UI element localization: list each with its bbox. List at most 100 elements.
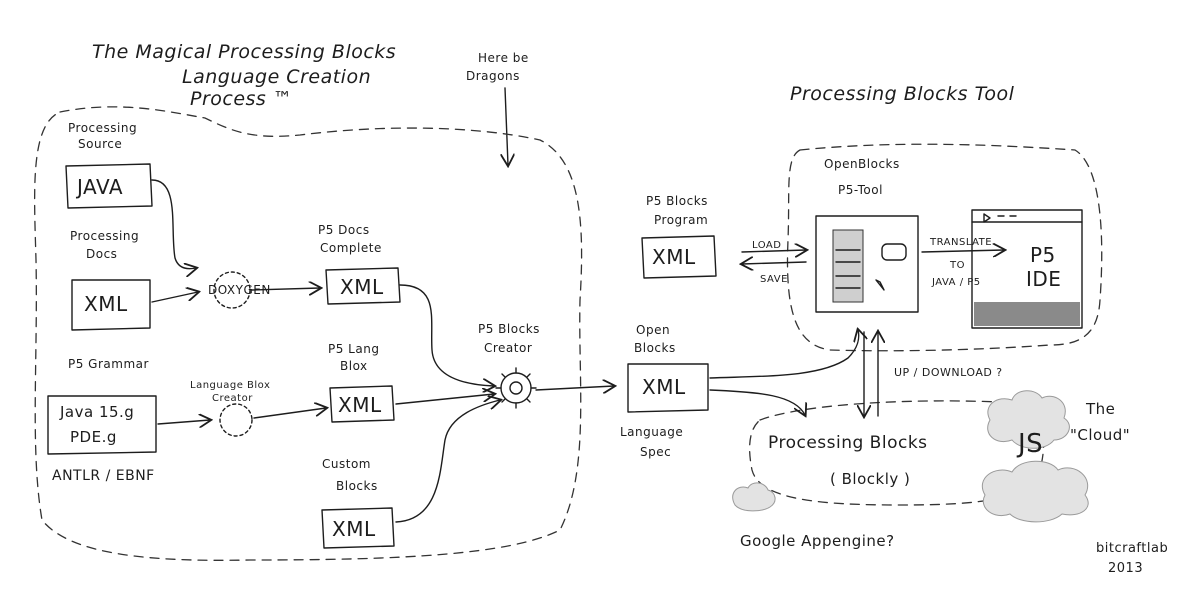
openblocks-palette (832, 229, 864, 303)
google-cloud-shape (732, 482, 776, 512)
program-label1: P5 Blocks (646, 194, 708, 208)
cloud-shape-lower (982, 460, 1089, 523)
p5-ide-toolbar-icons (983, 213, 1017, 223)
process-title-line2: Language Creation (182, 66, 371, 88)
p5-ide-group: P5 IDE (971, 209, 1083, 329)
p5-docs-xml-label: XML (340, 275, 384, 299)
processing-blocks-js-group: Processing Blocks JS ( Blockly ) (768, 429, 1043, 488)
p5-ide-console (974, 302, 1080, 326)
language-blox-creator-group: Language Blox Creator (190, 380, 270, 437)
creator-label2: Creator (484, 341, 532, 355)
custom-to-creator-arrow (395, 400, 500, 523)
openblocks-xml-group: Open Blocks XML Language Spec (620, 323, 709, 459)
p5-lang-label2: Blox (340, 359, 368, 373)
java-box-label: JAVA (75, 175, 123, 199)
langblox-label1: Language Blox (190, 380, 270, 391)
creator-gear-teeth (495, 367, 537, 409)
processing-source-group: Processing Source JAVA (65, 121, 153, 209)
langspec-label2: Spec (640, 445, 671, 459)
custom-xml-label: XML (332, 517, 376, 541)
antlr-label: ANTLR / EBNF (52, 468, 155, 484)
p5-lang-xml-label: XML (338, 393, 382, 417)
tool-region (786, 143, 1103, 352)
processing-source-label2: Source (78, 137, 122, 151)
to-label: TO (949, 260, 965, 271)
program-xml-box (641, 235, 717, 279)
signature-line2: 2013 (1108, 561, 1143, 576)
dragons-line2: Dragons (466, 69, 520, 83)
custom-label2: Blocks (336, 479, 378, 493)
openblocks-label1: Open (636, 323, 670, 337)
openblocks-xml-label: XML (642, 375, 686, 399)
cloud-region (748, 400, 1045, 506)
processing-docs-group: Processing Docs XML (70, 229, 151, 331)
doxygen-to-p5docs-arrow (251, 288, 320, 290)
updown-group: UP / DOWNLOAD ? (864, 332, 1002, 416)
processing-source-label1: Processing (68, 121, 137, 135)
cloud-word2: "Cloud" (1070, 426, 1130, 444)
grammar-to-langblox-arrow (157, 420, 210, 424)
openblocks-window (815, 215, 919, 313)
java-to-doxygen-arrow (151, 179, 196, 269)
langspec-label1: Language (620, 425, 683, 439)
signature-line1: bitcraftlab (1096, 541, 1168, 556)
p5-label: P5 (1030, 243, 1056, 267)
dragons-note: Here be Dragons (466, 51, 529, 165)
doxygen-label: DOXYGEN (208, 283, 271, 297)
openblocks-to-cloud-arrow (709, 389, 805, 415)
openblocks-tool-group: OpenBlocks P5-Tool (815, 157, 919, 313)
processing-docs-label2: Docs (86, 247, 117, 261)
openblocks-tool-label1: OpenBlocks (824, 157, 900, 171)
langblox-gear-icon (219, 403, 253, 437)
p5-blocks-program-group: P5 Blocks Program XML (641, 194, 717, 279)
openblocks-to-tool-arrow (709, 330, 859, 379)
java-box (65, 163, 153, 209)
langblox-label2: Creator (212, 393, 253, 404)
custom-blocks-group: Custom Blocks XML (321, 457, 395, 549)
grammar-group: P5 Grammar Java 15.g PDE.g ANTLR / EBNF (47, 357, 157, 484)
ide-label: IDE (1026, 267, 1061, 291)
load-arrow (741, 250, 806, 252)
p5-lang-xml-box (329, 385, 395, 423)
process-title-line3: Process ™ (190, 88, 292, 110)
p5-docs-label2: Complete (320, 241, 382, 255)
save-label: SAVE (760, 274, 788, 285)
cloud-shape-upper (987, 390, 1070, 449)
grammar-file1: Java 15.g (59, 403, 134, 421)
processing-docs-label1: Processing (70, 229, 139, 243)
translate-group: TRANSLATE TO JAVA / P5 (921, 237, 1004, 288)
p5-lang-label1: P5 Lang (328, 342, 379, 356)
translate-arrow (921, 250, 1004, 252)
custom-label1: Custom (322, 457, 371, 471)
creator-gear-hub (509, 381, 523, 395)
openblocks-palette-lines (835, 249, 861, 289)
docs-xml-box (71, 279, 151, 331)
openblocks-block-icon (881, 243, 907, 261)
program-xml-label: XML (652, 245, 696, 269)
save-arrow (742, 262, 807, 264)
p5-docs-label1: P5 Docs (318, 223, 370, 237)
java-p5-label: JAVA / P5 (931, 277, 981, 288)
appengine-label: Google Appengine? (740, 532, 895, 550)
creator-to-openblocks-arrow (535, 386, 614, 390)
grammar-files-box (47, 395, 157, 455)
openblocks-tool-label2: P5-Tool (838, 183, 883, 197)
p5-blocks-creator-group: P5 Blocks Creator (478, 322, 540, 409)
dragons-arrow (505, 87, 508, 165)
creator-gear-icon (500, 372, 532, 404)
load-save-arrows: LOAD SAVE (742, 240, 806, 285)
cloud-word1: The (1085, 400, 1115, 418)
process-title-line1: The Magical Processing Blocks (92, 41, 396, 63)
dragons-line1: Here be (478, 51, 529, 65)
docs-to-doxygen-arrow (151, 292, 198, 303)
openblocks-label2: Blocks (634, 341, 676, 355)
p5docs-to-creator-arrow (399, 284, 494, 386)
pbjs-label1: Processing Blocks (768, 433, 928, 453)
openblocks-xml-box (627, 363, 709, 413)
p5-lang-blox-group: P5 Lang Blox XML (328, 342, 395, 423)
cursor-icon (875, 279, 885, 291)
creator-label1: P5 Blocks (478, 322, 540, 336)
langblox-to-p5lang-arrow (253, 408, 326, 419)
the-cloud-note: The "Cloud" (1070, 400, 1130, 444)
